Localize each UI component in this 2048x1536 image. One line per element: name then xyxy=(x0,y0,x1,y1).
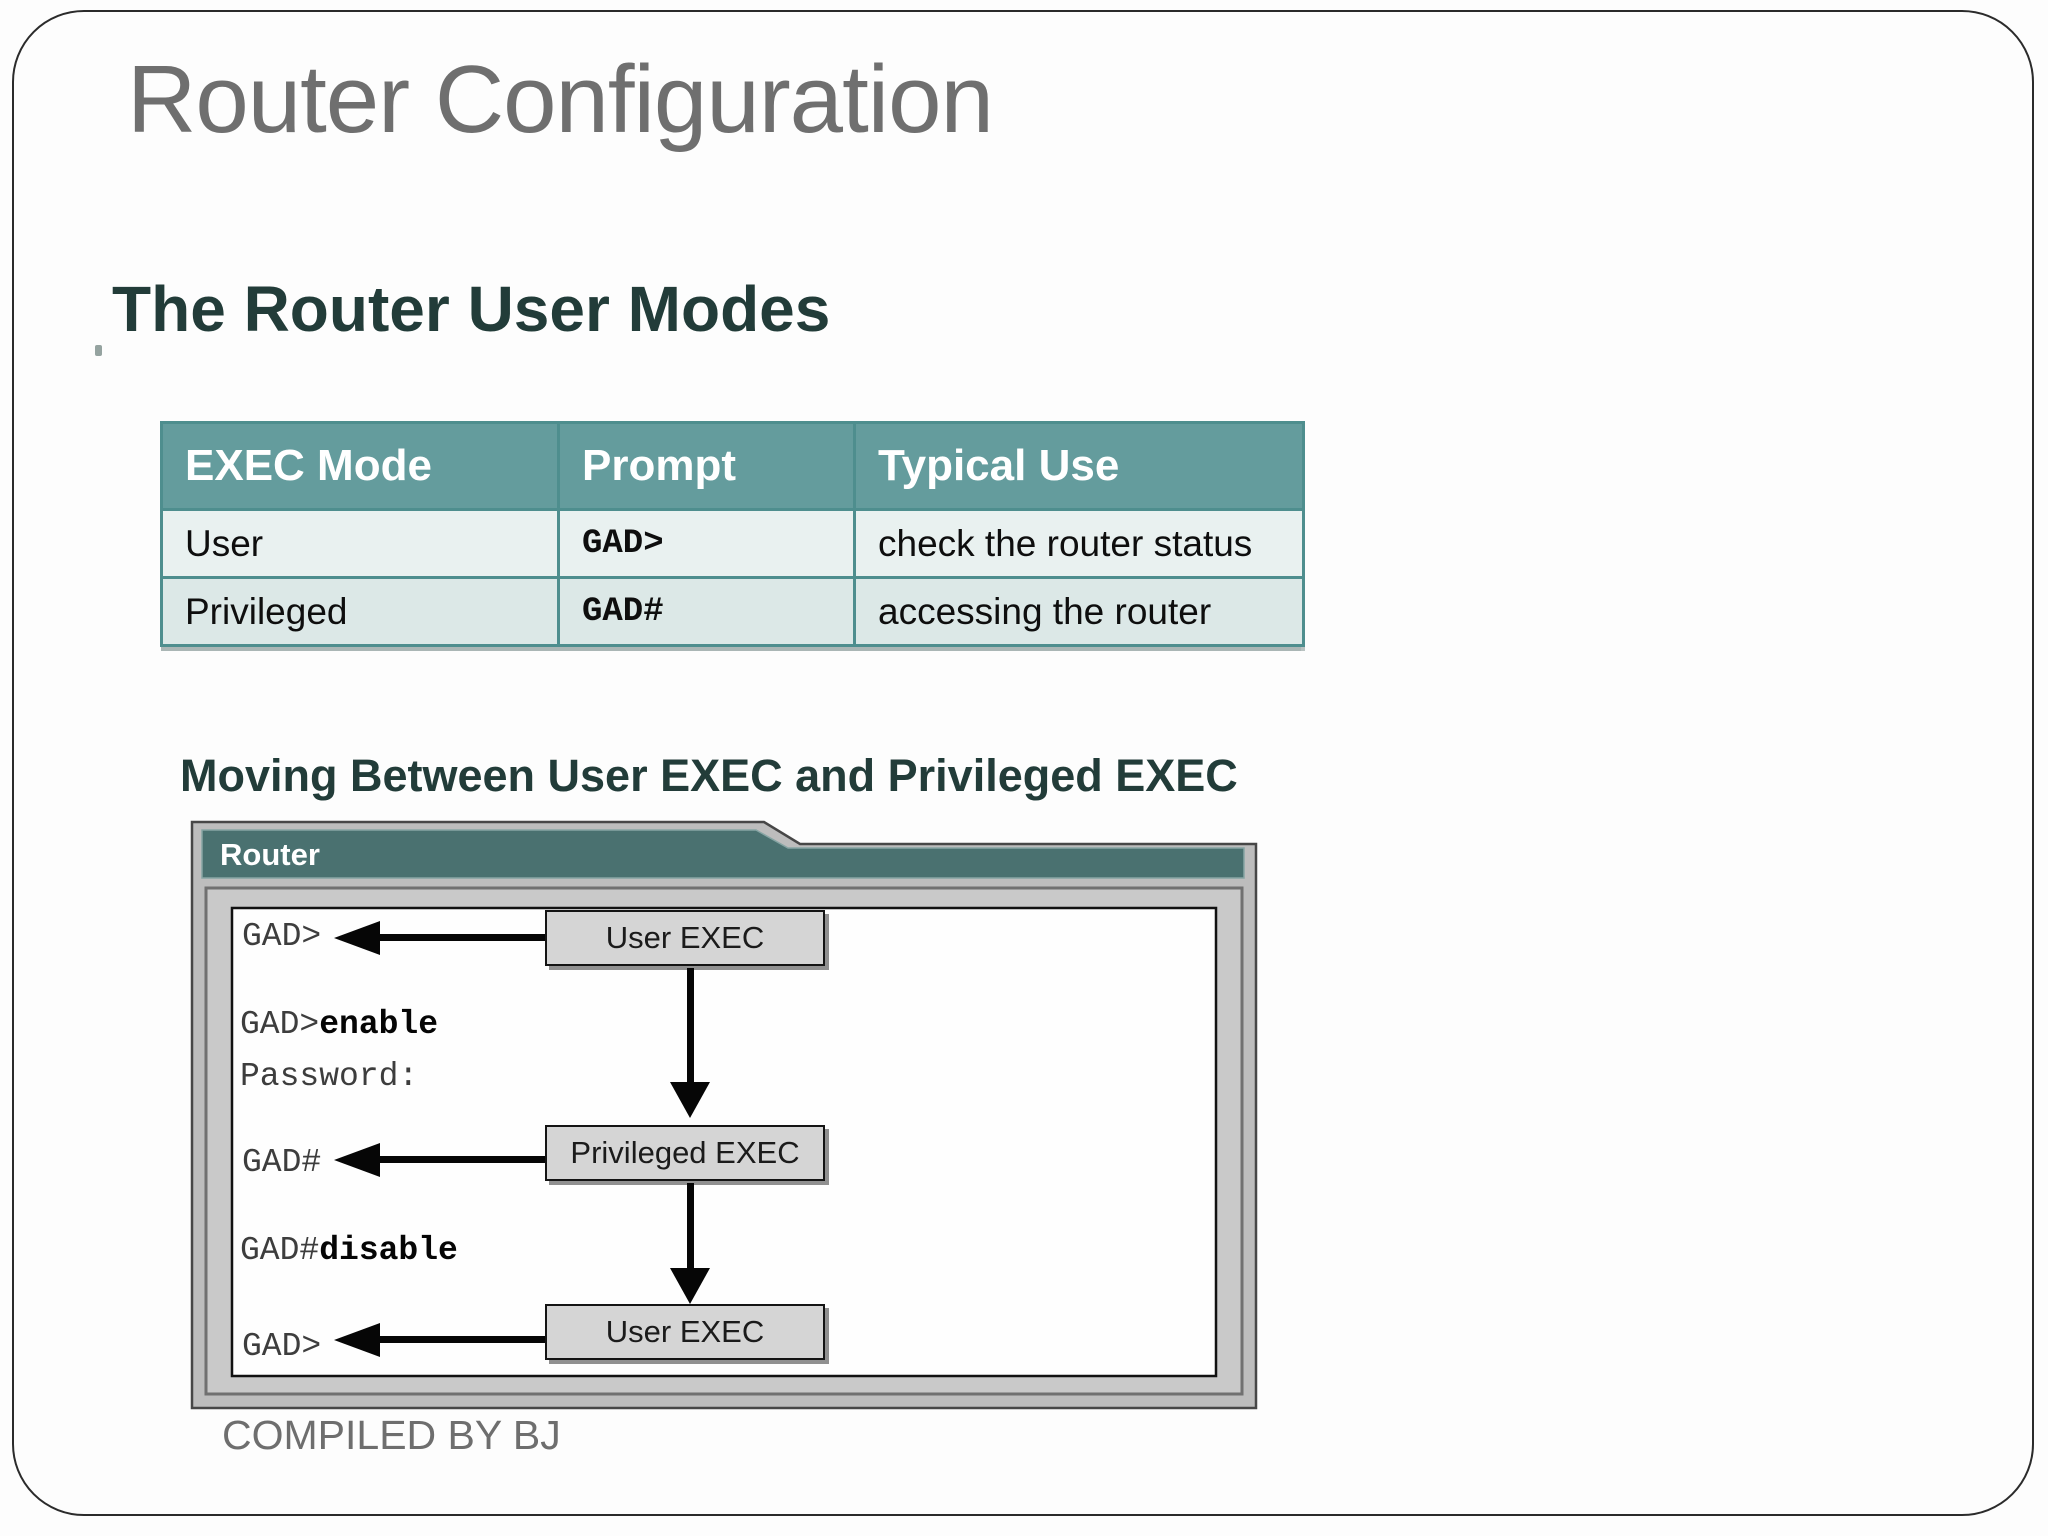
arrow-line xyxy=(687,1183,694,1270)
command-text: enable xyxy=(319,1006,439,1043)
prompt-text: GAD> xyxy=(242,918,322,955)
flow-box-user-exec: User EXEC xyxy=(545,1304,825,1360)
command-text: disable xyxy=(319,1232,458,1269)
table-row: User GAD> check the router status xyxy=(160,508,1305,579)
footer-credit: COMPILED BY BJ xyxy=(222,1412,561,1458)
terminal-line: GAD> xyxy=(242,916,321,958)
exec-modes-table: EXEC Mode Prompt Typical Use User GAD> c… xyxy=(160,421,1305,647)
flow-box-privileged-exec: Privileged EXEC xyxy=(545,1125,825,1181)
stray-mark xyxy=(95,345,102,356)
arrow-line xyxy=(378,934,545,941)
arrow-down-icon xyxy=(670,1082,710,1118)
window-titlebar xyxy=(201,829,1245,879)
prompt-text: GAD> xyxy=(240,1006,320,1043)
arrow-down-icon xyxy=(670,1268,710,1304)
terminal-line: GAD>enable xyxy=(240,1004,438,1046)
arrow-left-icon xyxy=(334,1323,380,1357)
page-title: Router Configuration xyxy=(127,46,994,153)
prompt-text: GAD# xyxy=(240,1232,320,1269)
terminal-line: Password: xyxy=(240,1056,418,1098)
terminal-line: GAD#disable xyxy=(240,1230,458,1272)
router-window-chrome xyxy=(190,820,1258,1410)
prompt-text: GAD# xyxy=(242,1144,322,1181)
arrow-line xyxy=(378,1156,545,1163)
window-title: Router xyxy=(220,837,320,872)
column-header-exec-mode: EXEC Mode xyxy=(160,421,560,511)
table-row: Privileged GAD# accessing the router xyxy=(160,576,1305,647)
cell-prompt: GAD# xyxy=(557,576,856,647)
arrow-left-icon xyxy=(334,1143,380,1177)
slide-border xyxy=(12,10,2034,1516)
cell-prompt: GAD> xyxy=(557,508,856,579)
table-header-row: EXEC Mode Prompt Typical Use xyxy=(160,421,1305,511)
section-heading: The Router User Modes xyxy=(112,273,831,345)
terminal-line: GAD# xyxy=(242,1142,321,1184)
arrow-left-icon xyxy=(334,921,380,955)
prompt-text: GAD> xyxy=(242,1328,322,1365)
cell-mode: User xyxy=(160,508,560,579)
arrow-line xyxy=(687,968,694,1084)
flow-box-user-exec: User EXEC xyxy=(545,910,825,966)
diagram-heading: Moving Between User EXEC and Privileged … xyxy=(180,750,1238,801)
prompt-text: Password: xyxy=(240,1058,419,1095)
terminal-line: GAD> xyxy=(242,1326,321,1368)
router-window: Router GAD> User EXEC GAD>enable Passwor… xyxy=(190,820,1258,1410)
cell-mode: Privileged xyxy=(160,576,560,647)
arrow-line xyxy=(378,1336,545,1343)
column-header-prompt: Prompt xyxy=(557,421,856,511)
column-header-typical-use: Typical Use xyxy=(853,421,1305,511)
cell-typical-use: check the router status xyxy=(853,508,1305,579)
cell-typical-use: accessing the router xyxy=(853,576,1305,647)
